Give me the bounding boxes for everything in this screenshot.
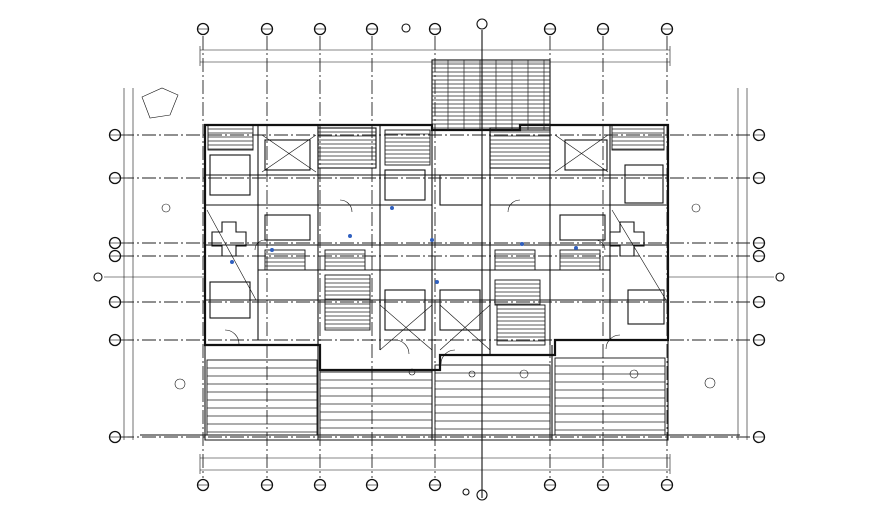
hatch-block [434, 364, 551, 436]
grid-bubble [428, 478, 442, 492]
grid-bubble [752, 171, 766, 185]
hatch-block [611, 124, 665, 151]
hatch-block [207, 124, 254, 151]
dimension-lines-right [737, 88, 748, 440]
grid-bubble [365, 22, 379, 36]
hatch-block [319, 371, 433, 436]
grid-bubble [543, 22, 557, 36]
section-marker-left [93, 272, 205, 282]
grid-bubble [752, 333, 766, 347]
grid-bubble [196, 478, 210, 492]
hatch-block [324, 249, 366, 271]
grid-bubble [752, 295, 766, 309]
grid-bubble [313, 478, 327, 492]
grid-bubble [660, 22, 674, 36]
grid-bubble [660, 478, 674, 492]
hatch-block [431, 59, 551, 131]
landscape-element [141, 87, 179, 119]
grid-bubble [260, 478, 274, 492]
pergola-hatch-left [317, 127, 377, 169]
grid-bubbles-top [196, 22, 674, 36]
grid-bubble [428, 22, 442, 36]
hatch-block [559, 249, 601, 271]
room-diagonals [206, 134, 667, 351]
grid-bubble [752, 430, 766, 444]
elevation-markers [161, 203, 716, 390]
grid-bubble [108, 236, 122, 250]
hatch-block [206, 359, 318, 436]
pergola-hatch-center [431, 59, 551, 131]
grid-bubble [596, 478, 610, 492]
hatch-block [496, 304, 546, 346]
grid-bubble [365, 478, 379, 492]
grid-bubble [196, 22, 210, 36]
door-swings [224, 199, 621, 365]
hatch-block [324, 274, 371, 301]
grid-bubble [313, 22, 327, 36]
grid-bubble [108, 333, 122, 347]
section-marker-right [668, 272, 785, 282]
grid-bubbles-right [752, 128, 766, 444]
hatch-block [494, 249, 536, 271]
hatch-block [489, 127, 551, 169]
grid-bubble [752, 249, 766, 263]
grid-bubble [108, 128, 122, 142]
hatch-block [384, 129, 431, 166]
section-marker-top [476, 18, 488, 498]
planter-right [609, 221, 645, 257]
hatch-block [317, 127, 377, 169]
grid-bubbles-left [108, 128, 122, 444]
section-marker-bottom [462, 488, 488, 501]
parking-hatch [206, 357, 666, 436]
dimension-lines-left [123, 88, 134, 440]
grid-bubble [108, 171, 122, 185]
hatch-block [324, 299, 371, 331]
interior-walls [205, 125, 668, 360]
grid-bubble [108, 295, 122, 309]
grid-bubble [752, 128, 766, 142]
hatch-block [264, 249, 306, 271]
grid-bubble [543, 478, 557, 492]
hatch-block [554, 357, 666, 436]
grid-bubble [108, 249, 122, 263]
fixture-markers [230, 206, 578, 284]
pergola-hatch-right [489, 127, 551, 169]
planter-left [211, 221, 247, 257]
grid-bubble [596, 22, 610, 36]
north-marker [401, 23, 411, 33]
hatch-block [494, 279, 541, 306]
stair-hatch-blocks [207, 124, 665, 346]
grid-bubble [260, 22, 274, 36]
grid-bubble [752, 236, 766, 250]
grid-bubble [108, 430, 122, 444]
grid-bubbles-bottom [196, 478, 674, 492]
